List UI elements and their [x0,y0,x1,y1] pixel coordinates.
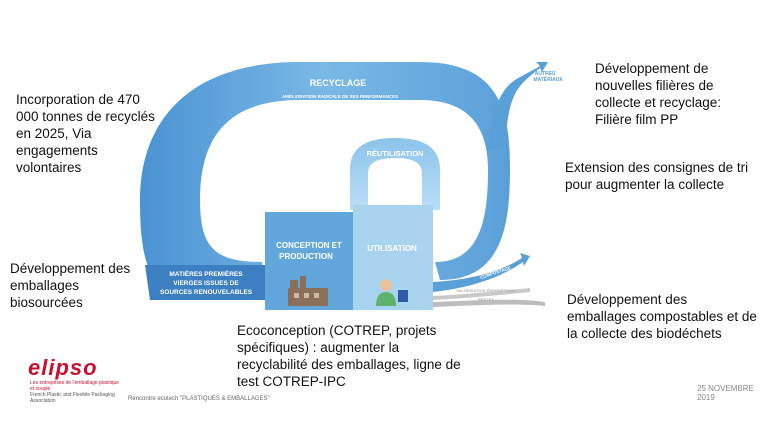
label-conception-1: CONCEPTION ET [276,241,342,250]
reuse-loop [350,138,440,210]
note-consignes-tri: Extension des consignes de tri pour augm… [565,160,749,192]
footer-date-line-1: 25 NOVEMBRE [697,384,754,393]
logo-tagline-en: French Plastic and Flexible Packaging As… [30,392,115,404]
label-recyclage: RECYCLAGE [310,78,367,88]
label-autres-1: AUTRES [535,71,556,77]
person-icon [376,279,408,306]
factory-icon [288,276,328,306]
label-conception-2: PRODUCTION [279,252,333,261]
label-matieres-3: SOURCES RENOUVELABLES [160,289,253,296]
logo-word: elipso [28,355,98,380]
logo-tagline: Les entreprises de l'emballage plastique… [30,380,120,392]
matieres-block [145,265,265,300]
footer-date: 25 NOVEMBRE 2019 [697,384,754,402]
utilisation-block [353,205,433,310]
note-compostables: Développement des emballages compostable… [567,292,757,341]
note-filieres: Développement de nouvelles filières de c… [595,61,722,127]
footer-event: Rencontre ecotech "PLASTIQUES & EMBALLAG… [128,396,270,402]
compostage-arrow [433,253,530,292]
label-pertes: PERTES [478,297,494,302]
label-recyclage-sub-1: AMÉLIORATION RADICALE DE SES PERFORMANCE… [282,92,398,99]
label-utilisation: UTILISATION [367,244,417,253]
label-matieres-2: VIERGES ISSUES DE [173,280,239,287]
label-matieres-1: MATIÈRES PREMIÈRES [169,269,243,278]
footer-date-line-2: 2019 [697,393,715,402]
label-autres-2: MATÉRIAUX [533,75,563,83]
note-biosourcees: Développement des emballages biosourcées [10,261,131,310]
label-valorisation: VALORISATION ÉNERGÉTIQUE [456,288,516,293]
pertes-stream [433,299,545,307]
note-ecoconception: Ecoconception (COTREP, projets spécifiqu… [237,323,461,389]
label-compostage: COMPOSTAGE [479,265,511,280]
valorisation-stream [433,288,530,300]
elipso-logo: elipso Les entreprises de l'emballage pl… [20,355,130,405]
note-incorporation: Incorporation de 470 000 tonnes de recyc… [16,92,155,175]
autres-materiaux-arrow [488,62,548,150]
label-recyclage-sub-2: ÉCONOMIQUES ET DE SA QUALITÉ [301,98,378,105]
label-reutilisation: RÉUTILISATION [367,149,424,158]
